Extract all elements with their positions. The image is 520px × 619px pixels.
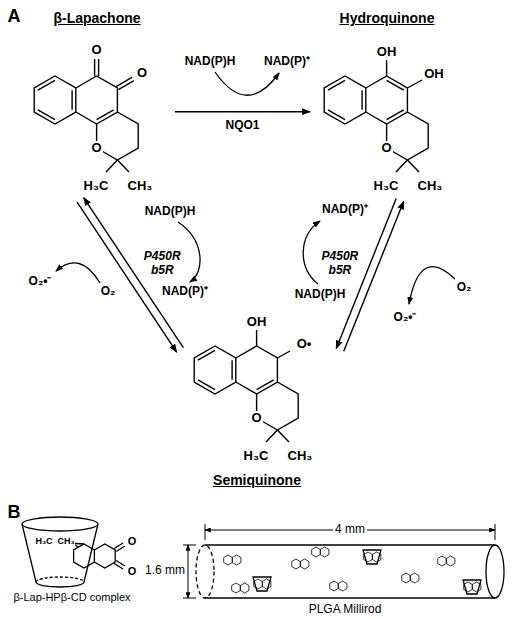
atom-label: H₃C	[35, 536, 52, 546]
panel-letter: B	[8, 502, 21, 523]
cyclodextrin-cone	[22, 517, 125, 587]
beta-lapachone-bonds	[34, 59, 138, 172]
atom-label: OH	[246, 315, 268, 330]
molecule-structure: β-LapachoneO O O H₃C CH₃	[20, 8, 175, 200]
enzyme-label: P450R b5R	[319, 250, 361, 278]
enzyme-label: P450R b5R	[141, 250, 183, 278]
structure-name: β-Lap-HPβ-CD complex	[13, 591, 130, 604]
atom-label: H₃C	[243, 449, 270, 464]
atom-label: H₃C	[373, 179, 400, 194]
cofactor-arrows	[56, 72, 455, 304]
structure-name: β-Lapachone	[53, 10, 140, 26]
millirod-cylinder	[196, 545, 504, 598]
structure-name: Hydroquinone	[340, 10, 435, 26]
hydroquinone-bonds	[324, 60, 428, 172]
structure-name: PLGA Millirod	[309, 603, 382, 617]
inclusion-complex: β-Lap-HPβ-CD complex H₃C CH₃ O O	[5, 515, 155, 610]
atom-label: O•	[296, 337, 313, 352]
atom-label: O	[136, 66, 148, 81]
molecule-structure: Semiquinone OH O• O H₃C CH₃	[180, 305, 340, 492]
cofactor-label: O₂	[100, 285, 117, 299]
atom-label: O	[91, 43, 103, 58]
atom-label: CH₃	[127, 179, 154, 194]
semiquinone-bonds	[194, 330, 298, 442]
atom-label: CH₃	[57, 536, 74, 546]
cofactor-label: NAD(P)⁺	[161, 285, 209, 299]
cofactor-label: NAD(P)H	[294, 288, 347, 302]
cofactor-label: NAD(P)⁺	[321, 203, 369, 217]
atom-label: CH₃	[417, 179, 444, 194]
atom-label: O	[251, 411, 263, 426]
cofactor-label: NAD(P)H	[184, 55, 237, 69]
dimension-lines	[183, 524, 495, 598]
dimension-label: 1.6 mm	[143, 564, 187, 578]
atom-label: O	[127, 565, 138, 578]
reaction-arrow	[175, 111, 310, 112]
panel-letter: A	[8, 6, 21, 27]
atom-label: O	[381, 141, 393, 156]
atom-label: O	[127, 535, 138, 548]
reaction-arrow	[77, 198, 183, 352]
cofactor-label: O₂•⁻	[393, 311, 418, 325]
molecule-structure: HydroquinoneOH OH O H₃C CH₃	[310, 8, 465, 200]
atom-label: OH	[423, 67, 445, 82]
enzyme-label: NQO1	[224, 119, 260, 133]
atom-label: H₃C	[83, 179, 110, 194]
atom-label: CH₃	[287, 449, 314, 464]
dimension-label: 4 mm	[333, 523, 367, 537]
millirod-implant: PLGA Millirod	[185, 540, 505, 619]
atom-label: OH	[376, 45, 398, 60]
cofactor-label: O₂•⁻	[28, 275, 53, 289]
cofactor-label: NAD(P)H	[144, 205, 197, 219]
atom-label: O	[91, 141, 103, 156]
structure-name: Semiquinone	[213, 472, 301, 488]
cofactor-label: O₂	[456, 281, 473, 295]
cofactor-label: NAD(P)⁺	[263, 55, 311, 69]
